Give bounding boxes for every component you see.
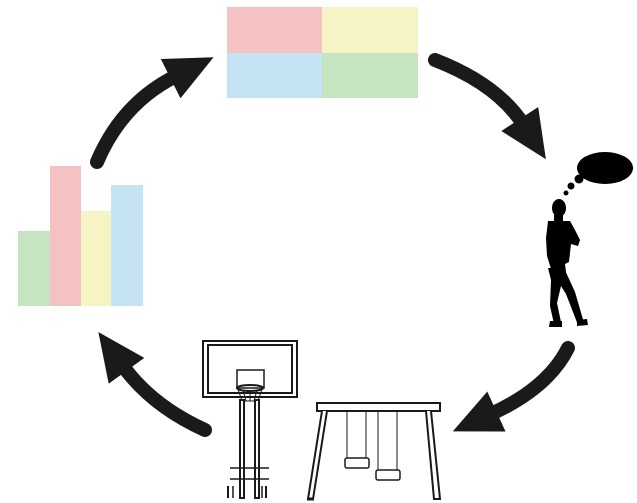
arrow-playground-to-bars — [98, 332, 212, 437]
bar-green — [18, 231, 50, 306]
grid-cell-pink — [227, 7, 322, 53]
bar-pink — [50, 166, 81, 306]
bar-blue — [111, 185, 143, 306]
thinking-person-icon — [546, 199, 588, 327]
thought-bubble-icon — [563, 152, 633, 196]
arrow-bars-to-grid — [90, 57, 214, 169]
arrow-person-to-playground — [452, 341, 575, 432]
arrow-grid-to-person — [428, 53, 546, 160]
bar-chart-icon — [18, 166, 143, 306]
bar-yellow — [81, 211, 111, 306]
swing-set-icon — [306, 402, 442, 501]
grid-cell-yellow — [322, 7, 418, 53]
grid-cell-green — [322, 53, 418, 98]
color-grid-icon — [227, 7, 418, 98]
basketball-hoop-icon — [202, 340, 298, 499]
grid-cell-blue — [227, 53, 322, 98]
